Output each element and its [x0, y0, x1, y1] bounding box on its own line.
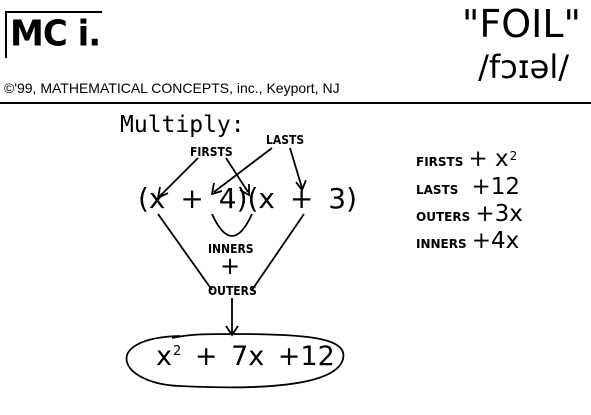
logo: MC i.	[10, 13, 101, 55]
outers-label: OUTERS	[208, 284, 257, 298]
result-rest: + 7x +12	[194, 341, 335, 372]
plus-sign: +	[220, 252, 241, 280]
summary-value: +4x	[471, 228, 520, 254]
summary-value: + x	[468, 146, 509, 172]
logo-bracket	[5, 11, 102, 58]
lasts-arrow-left	[213, 147, 273, 193]
summary-row: INNERS +4x	[416, 228, 519, 254]
summary-label: OUTERS	[416, 210, 471, 224]
summary-row: FIRSTS + x2	[416, 146, 517, 172]
header-divider	[0, 102, 591, 104]
summary-row: OUTERS +3x	[416, 201, 523, 227]
pronunciation: /fɔɪəl/	[478, 48, 569, 86]
outers-line-left	[157, 213, 213, 291]
page-title: "FOIL"	[461, 2, 581, 46]
firsts-label: FIRSTS	[190, 145, 233, 159]
logo-box	[4, 10, 104, 60]
summary-label: INNERS	[416, 237, 467, 251]
summary-label: LASTS	[416, 183, 459, 197]
lasts-arrow-right	[289, 147, 303, 189]
result-x: x	[156, 341, 172, 372]
lasts-label: LASTS	[266, 133, 305, 147]
summary-value: +12	[471, 174, 521, 200]
summary-row: LASTS +12	[416, 174, 520, 200]
outers-line-right	[251, 213, 305, 291]
multiply-heading: Multiply:	[120, 112, 245, 138]
copyright-notice: ©'99, MATHEMATICAL CONCEPTS, inc., Keypo…	[4, 80, 340, 96]
summary-exponent: 2	[509, 148, 518, 163]
summary-value: +3x	[475, 201, 523, 227]
inners-label: INNERS	[208, 242, 254, 256]
inners-curve	[211, 213, 253, 237]
result-exponent: 2	[172, 344, 182, 359]
binomial-expression: (x + 4)(x + 3)	[138, 182, 357, 215]
result-circle	[125, 333, 345, 389]
summary-label: FIRSTS	[416, 155, 464, 169]
firsts-arrow-left	[159, 157, 199, 197]
result-expression: x2 + 7x +12	[156, 341, 335, 372]
